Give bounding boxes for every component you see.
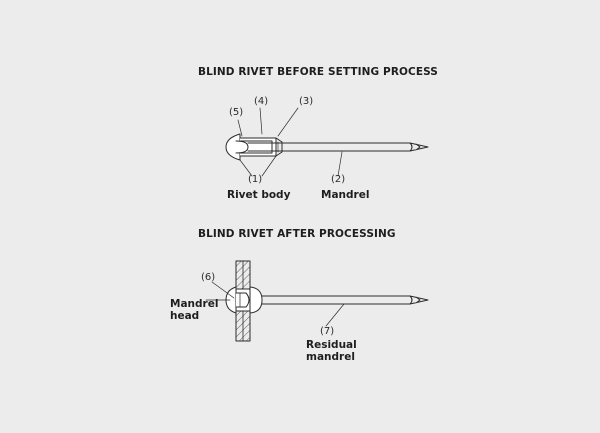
leader-2 (337, 151, 343, 177)
residual-mandrel-shaft (261, 295, 411, 305)
leader-5 (237, 119, 243, 137)
residual-mandrel-tip (409, 295, 429, 305)
leader-6 (211, 281, 235, 299)
label-mandrel-head: Mandrel head (170, 298, 218, 322)
callout-2: (2) (331, 174, 346, 185)
mandrel-head-ball (235, 140, 249, 154)
leader-3 (277, 107, 299, 137)
mandrel-head-retained (235, 292, 250, 308)
leader-1a (239, 159, 253, 177)
mandrel-shaft (247, 142, 411, 152)
callout-1: (1) (248, 174, 263, 185)
label-mandrel-head-line2: head (170, 310, 200, 322)
leader-7 (325, 303, 345, 327)
rivet-head-flange (225, 133, 241, 161)
leader-1b (261, 155, 277, 177)
callout-6: (6) (201, 272, 216, 283)
title-after: BLIND RIVET AFTER PROCESSING (198, 228, 396, 240)
callout-5: (5) (229, 107, 244, 118)
label-residual-mandrel-line1: Residual (306, 339, 357, 351)
label-mandrel-head-line1: Mandrel (170, 298, 219, 310)
label-residual-mandrel-line2: mandrel (306, 351, 355, 363)
label-rivet-body: Rivet body (227, 189, 291, 201)
callout-7: (7) (320, 326, 335, 337)
title-before: BLIND RIVET BEFORE SETTING PROCESS (198, 66, 438, 78)
label-residual-mandrel: Residual mandrel (306, 339, 357, 363)
leader-4 (259, 107, 263, 135)
mandrel-tip (409, 142, 429, 152)
closing-head (249, 286, 263, 314)
callout-3: (3) (299, 96, 314, 107)
callout-4: (4) (254, 96, 269, 107)
label-mandrel: Mandrel (321, 189, 370, 201)
